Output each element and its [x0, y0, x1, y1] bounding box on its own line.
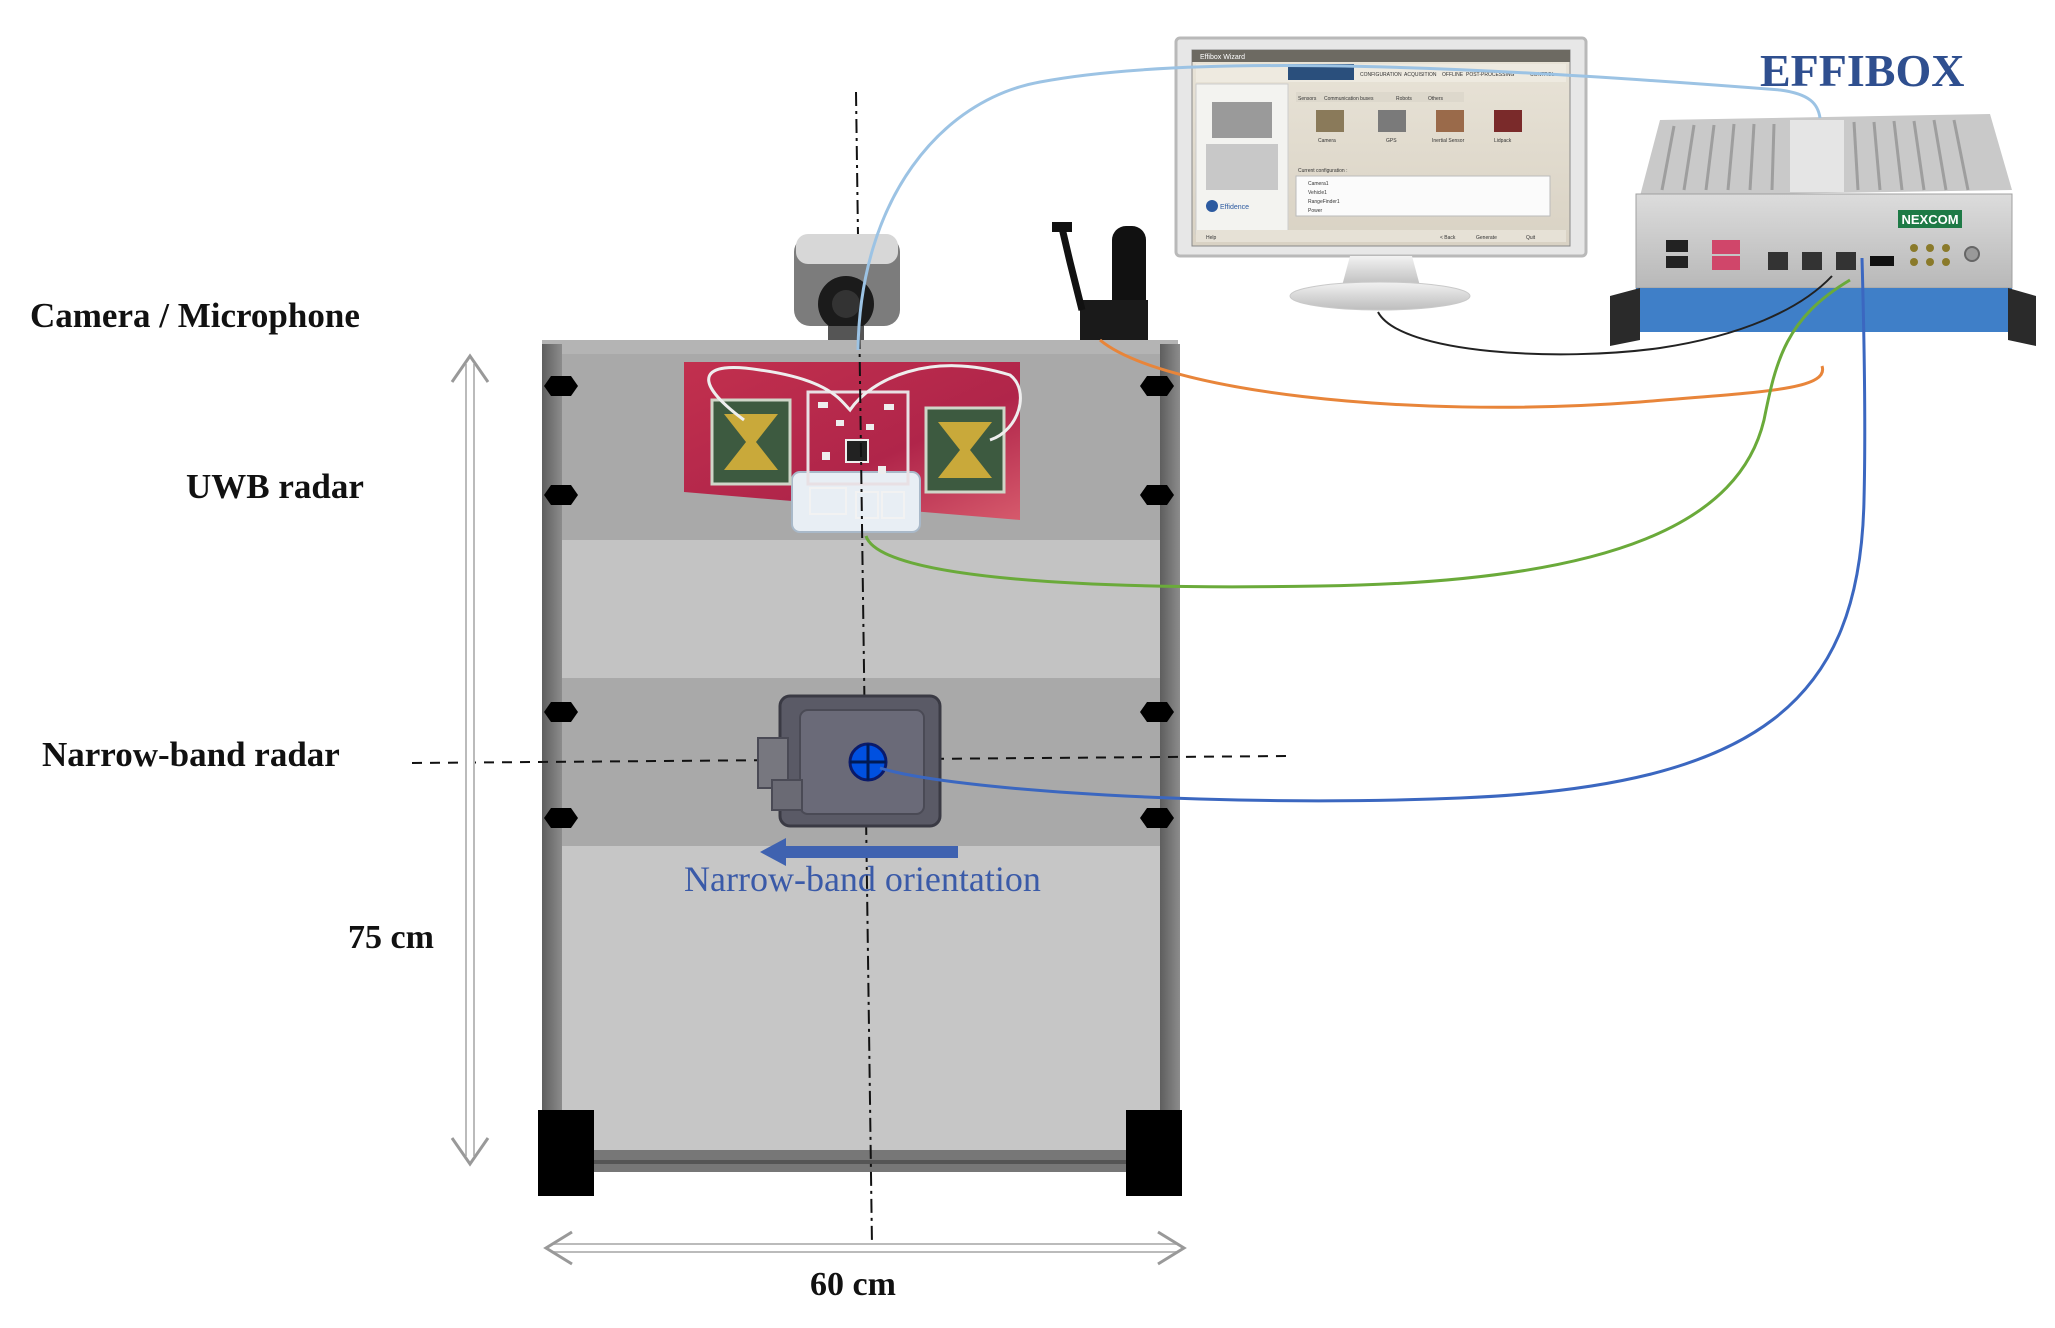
monitor-config-item-3: RangeFinder1 — [1308, 199, 1340, 205]
camera-top — [796, 234, 898, 264]
clamp-mid-right — [1140, 702, 1174, 722]
clamp-top-right — [1140, 376, 1174, 396]
monitor-tab-1: Sensors — [1298, 96, 1317, 102]
height-dimension-arrow — [450, 353, 490, 1167]
monitor-window-titlebar — [1192, 50, 1570, 62]
monitor-button-generate: Generate — [1476, 235, 1497, 241]
cart-bottom-rail-line — [590, 1160, 1138, 1164]
monitor-sensor-lidpack-icon — [1494, 110, 1522, 132]
effibox-status-leds — [1910, 244, 1980, 266]
monitor-button-help: Help — [1206, 235, 1217, 241]
microphone-clamp — [1080, 300, 1148, 340]
microphone-cable — [1099, 338, 1825, 409]
monitor-config-label: Current configuration : — [1298, 168, 1347, 174]
monitor-sensor-inertial-icon — [1436, 110, 1464, 132]
effibox-heatsink-fins — [1660, 119, 1970, 191]
monitor-window-title: Effibox Wizard — [1200, 54, 1245, 61]
uwb-pcb — [806, 390, 910, 519]
target-marker-icon — [848, 742, 888, 782]
monitor-tab-4: Others — [1428, 96, 1444, 102]
effibox-top-ridge — [1790, 120, 1844, 192]
camera-device — [794, 234, 900, 340]
effibox-front-stripe — [1636, 288, 2012, 332]
effibox-brand-badge — [1898, 210, 1962, 228]
uwb-cable — [864, 278, 1851, 589]
clamp-low-right — [1140, 808, 1174, 828]
monitor-bottom-bar — [1196, 230, 1566, 242]
monitor-ui-text: Effibox Wizard CONFIGURATION ACQUISITION… — [1200, 54, 1555, 241]
camera-mount — [828, 326, 864, 340]
narrowband-radar-tab — [771, 779, 803, 811]
clamp-mid-left — [544, 702, 578, 722]
cart-lower-band — [560, 846, 1160, 1152]
monitor-menu-1: CONFIGURATION — [1360, 72, 1402, 78]
effibox-brand-text: NEXCOM — [1901, 212, 1958, 227]
microphone-device — [1052, 222, 1148, 340]
foot-right — [1126, 1110, 1182, 1196]
uwb-antenna-right — [924, 406, 1006, 494]
clamp-upper-right — [1140, 485, 1174, 505]
narrowband-radar-label: Narrow-band radar — [42, 735, 340, 774]
clamp-low-left — [544, 808, 578, 828]
effibox-left-bracket — [1610, 288, 1640, 346]
uwb-radar-label: UWB radar — [186, 467, 364, 506]
monitor-stand-neck — [1342, 256, 1420, 286]
monitor-sensor-1: Camera — [1318, 138, 1336, 144]
monitor-button-back: < Back — [1440, 235, 1456, 241]
monitor-menu-3: OFFLINE — [1442, 72, 1464, 78]
cart-middle-band — [560, 540, 1160, 678]
monitor-stand-base — [1289, 281, 1471, 311]
effibox-usb-ports — [1666, 240, 1740, 270]
foot-left — [538, 1110, 594, 1196]
monitor-menu-4: POST-PROCESSING — [1466, 72, 1514, 78]
monitor-menu-2: ACQUISITION — [1404, 72, 1437, 78]
monitor-sensor-camera-icon — [1316, 110, 1344, 132]
uwb-antenna-left — [710, 398, 792, 486]
uwb-radar-board — [684, 362, 1022, 533]
monitor-logo-strip — [1288, 64, 1354, 80]
effibox-right-bracket — [2008, 288, 2036, 346]
narrowband-cable — [879, 257, 1867, 803]
monitor-brand: Effidence — [1220, 204, 1249, 211]
cart-left-post — [542, 344, 562, 1160]
uwb-antenna-wire — [707, 364, 1022, 442]
width-dimension-label: 60 cm — [810, 1266, 896, 1303]
clamp-top-left — [544, 376, 578, 396]
monitor-config-item-4: Power — [1308, 208, 1323, 214]
effibox-label: EFFIBOX — [1760, 45, 1965, 96]
cart-right-post — [1160, 344, 1180, 1160]
monitor-sensor-4: Lidpack — [1494, 138, 1512, 144]
effibox-pc: NEXCOM — [1610, 114, 2036, 346]
camera-microphone-label: Camera / Microphone — [30, 296, 360, 335]
monitor-config-item-2: Vehicle1 — [1308, 190, 1327, 196]
effibox-lan-ports — [1768, 252, 1894, 270]
microphone-arm — [1058, 227, 1086, 311]
monitor-button-quit: Quit — [1526, 235, 1536, 241]
orientation-arrow-icon — [760, 838, 958, 866]
monitor-device — [1174, 36, 1588, 311]
monitor-cable — [1377, 275, 1833, 356]
monitor-sensor-2: GPS — [1386, 138, 1397, 144]
monitor-config-list — [1295, 175, 1551, 217]
monitor-sensor-gps-icon — [1378, 110, 1406, 132]
effibox-front — [1635, 193, 2013, 289]
height-dimension-label: 75 cm — [348, 919, 434, 956]
monitor-tab-2: Communication buses — [1324, 96, 1374, 102]
monitor-sensor-3: Inertial Sensor — [1432, 138, 1465, 144]
clamp-upper-left — [544, 485, 578, 505]
width-dimension-arrow — [543, 1230, 1187, 1266]
monitor-tabs-bar — [1296, 92, 1464, 102]
camera-cable — [856, 64, 1822, 351]
monitor-config-item-1: Camera1 — [1308, 181, 1329, 187]
monitor-tab-3: Robots — [1396, 96, 1412, 102]
narrowband-orientation-label: Narrow-band orientation — [684, 859, 1041, 899]
